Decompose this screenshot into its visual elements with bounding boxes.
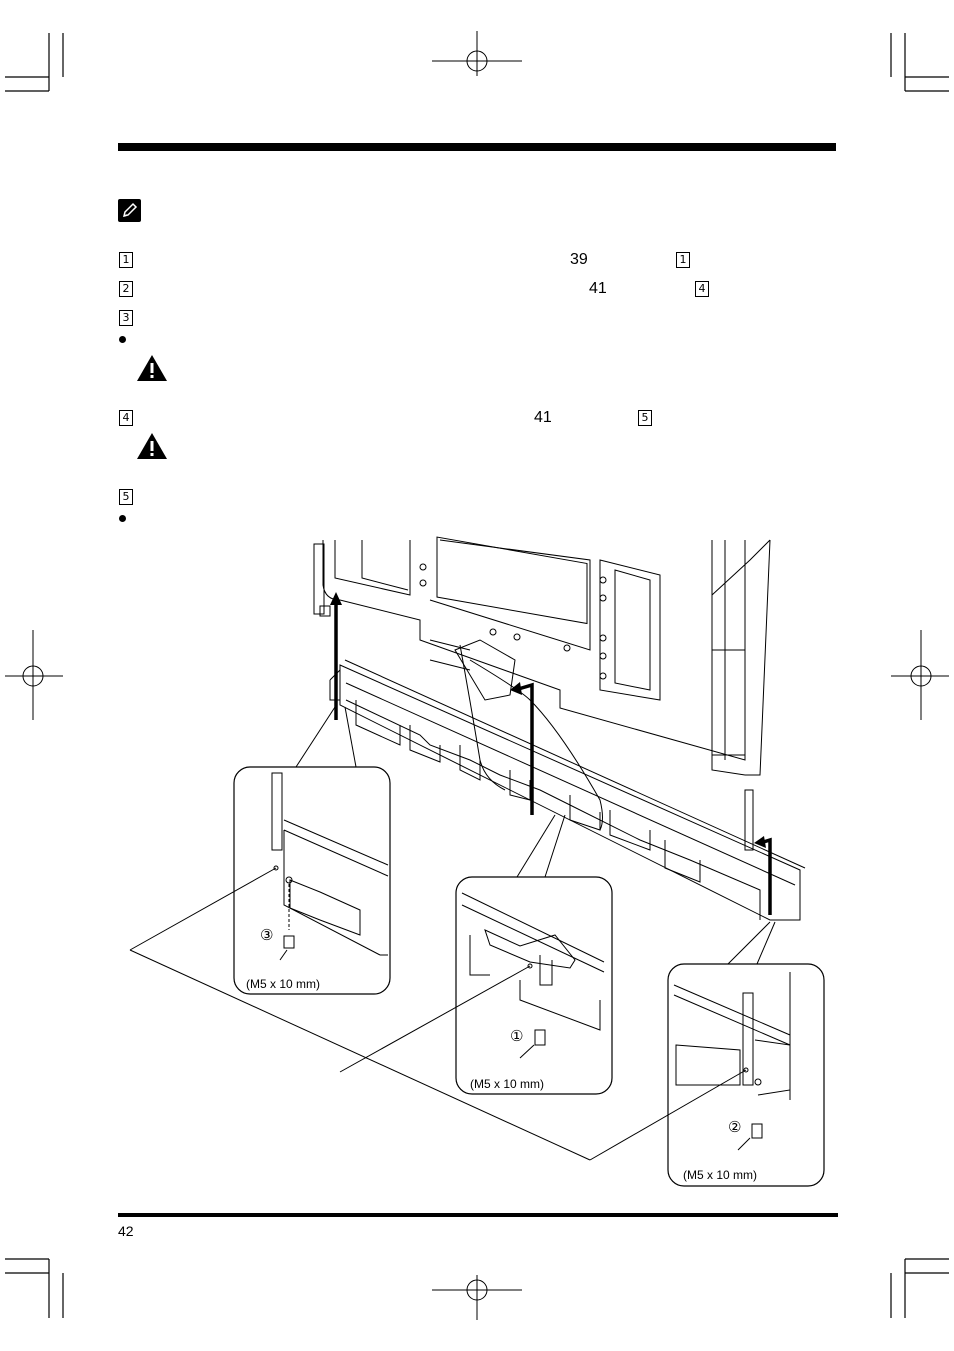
step-number-3: 3 <box>119 310 133 326</box>
screw-callout-3: ③ <box>260 926 274 944</box>
bullet <box>119 336 126 343</box>
step-number-4: 4 <box>119 410 133 426</box>
detail-panels <box>233 766 825 1187</box>
screw-size-caption: (M5 x 10 mm) <box>470 1077 545 1091</box>
step-reference: 4 <box>695 281 709 297</box>
step-reference: 5 <box>638 410 652 426</box>
screw-callout-2: ② <box>728 1118 742 1136</box>
pencil-note-icon <box>118 199 141 222</box>
assembly-arrows <box>334 600 772 915</box>
step-reference: 1 <box>676 252 690 268</box>
registration-marks <box>5 31 949 1320</box>
header-rule <box>118 143 836 151</box>
display-rear-drawing <box>313 536 771 831</box>
footer-rule <box>118 1213 838 1217</box>
zoom-leaders <box>295 706 776 965</box>
pointer-lines <box>129 867 747 1161</box>
page-reference: 39 <box>570 251 588 268</box>
crop-marks <box>5 33 949 1318</box>
page-reference: 41 <box>534 409 552 426</box>
step-number-1: 1 <box>119 252 133 268</box>
bullet <box>119 515 126 522</box>
warning-triangle-icon <box>136 354 168 382</box>
step-number-5: 5 <box>119 489 133 505</box>
screw-size-caption: (M5 x 10 mm) <box>246 977 321 991</box>
warning-triangle-icon <box>136 432 168 460</box>
page-number: 42 <box>118 1223 134 1239</box>
arrow-heads <box>330 592 766 848</box>
step-number-2: 2 <box>119 281 133 297</box>
speaker-bar-drawing <box>329 659 806 921</box>
page-reference: 41 <box>589 280 607 297</box>
screw-size-caption: (M5 x 10 mm) <box>683 1168 758 1182</box>
screw-callout-1: ① <box>510 1027 524 1045</box>
